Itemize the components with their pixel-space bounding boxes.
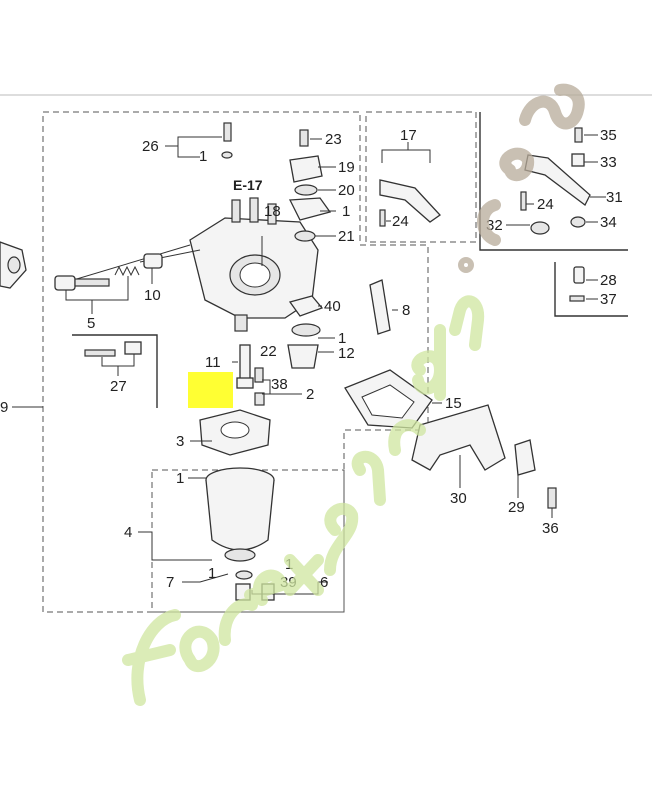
lever-group-box: [479, 112, 628, 251]
label-23: 23: [325, 131, 342, 148]
throttle-shaft-parts: [287, 279, 391, 369]
label-1: 1: [338, 330, 346, 347]
label-26: 26: [142, 138, 159, 155]
label-5: 5: [87, 315, 95, 332]
label-9: 9: [0, 399, 8, 416]
label-1: 1: [208, 565, 216, 582]
screw-parts: [84, 341, 142, 357]
choke-group-dashed-box: [365, 111, 477, 243]
label-8: 8: [402, 302, 410, 319]
governor-lever-group: [520, 127, 591, 235]
label-24: 24: [392, 213, 409, 230]
label-3: 3: [176, 433, 184, 450]
label-24: 24: [537, 196, 554, 213]
watermark-logo: [122, 83, 585, 706]
label-6: 6: [320, 574, 328, 591]
label-2: 2: [306, 386, 314, 403]
label-11: 11: [205, 354, 221, 371]
clip-and-bolt: [514, 439, 557, 509]
label-22: 22: [260, 343, 277, 360]
gasket-hole: [7, 256, 21, 274]
label-34: 34: [600, 214, 617, 231]
insulator-gasket: [344, 369, 433, 429]
label-38: 38: [271, 376, 288, 393]
pilot-screw-assembly: [54, 253, 163, 291]
label-12: 12: [338, 345, 355, 362]
carburetor-body: [59, 197, 319, 332]
label-10: 10: [144, 287, 161, 304]
bracket: [411, 404, 506, 471]
label-33: 33: [600, 154, 617, 171]
label-37: 37: [600, 291, 617, 308]
label-4: 4: [124, 524, 132, 541]
label-21: 21: [338, 228, 355, 245]
label-29: 29: [508, 499, 525, 516]
part-labels: 26 1 23 19 20 18 1 21 17 24 35 33 31 24 …: [0, 127, 623, 591]
label-35: 35: [600, 127, 617, 144]
small-pins: [569, 266, 585, 302]
callout-reference: E-17: [233, 177, 263, 193]
label-36: 36: [542, 520, 559, 537]
extra-group-box: [554, 262, 628, 317]
label-17: 17: [400, 127, 417, 144]
jet-parts: [236, 344, 265, 406]
label-1: 1: [199, 148, 207, 165]
label-18: 18: [264, 203, 281, 220]
label-1: 1: [176, 470, 184, 487]
label-31: 31: [606, 189, 623, 206]
screw-group-box: [72, 334, 158, 408]
choke-parts: [221, 122, 332, 242]
label-27: 27: [110, 378, 127, 395]
label-28: 28: [600, 272, 617, 289]
highlight-marker: [188, 372, 233, 408]
label-1: 1: [342, 203, 350, 220]
label-30: 30: [450, 490, 467, 507]
float-bowl: [205, 467, 275, 601]
label-7: 7: [166, 574, 174, 591]
label-15: 15: [445, 395, 462, 412]
choke-lever: [379, 179, 441, 227]
float: [199, 409, 271, 456]
label-40: 40: [324, 298, 341, 315]
label-20: 20: [338, 182, 355, 199]
label-19: 19: [338, 159, 355, 176]
